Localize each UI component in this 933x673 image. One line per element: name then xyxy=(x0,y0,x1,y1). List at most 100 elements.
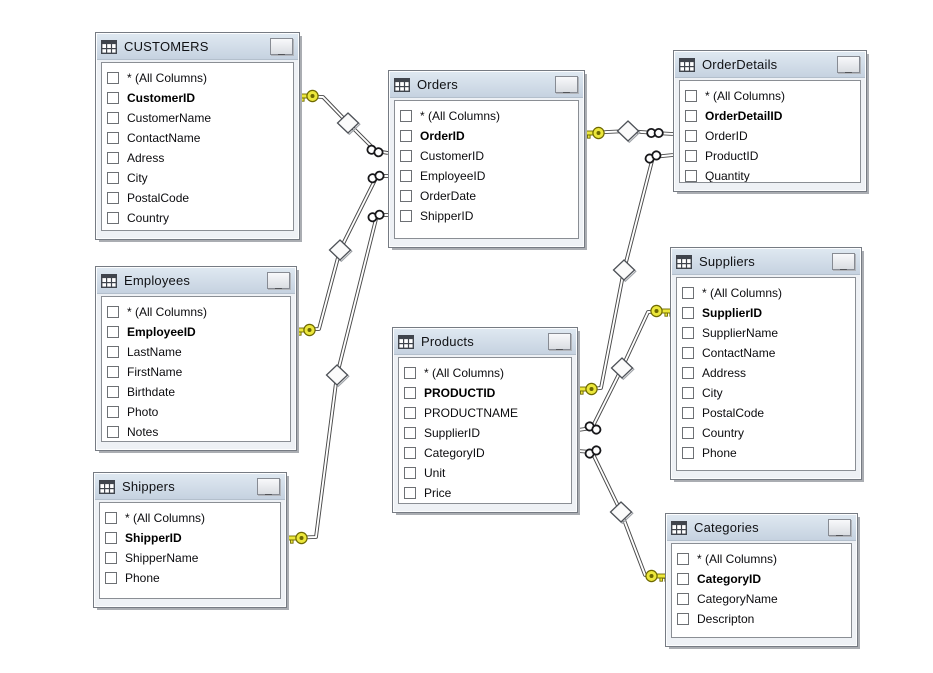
column-checkbox[interactable] xyxy=(404,467,416,479)
minimize-button[interactable]: _ xyxy=(555,76,578,93)
relationship-Employees-EmployeeID--Orders-EmployeeID[interactable] xyxy=(292,170,388,337)
relationship-CUSTOMERS-CustomerID--Orders-CustomerID[interactable] xyxy=(295,89,389,158)
column-row[interactable]: EmployeeID xyxy=(395,166,578,186)
column-row[interactable]: OrderDate xyxy=(395,186,578,206)
relationship-Orders-OrderID--OrderDetails-OrderID[interactable] xyxy=(581,120,674,144)
column-checkbox[interactable] xyxy=(685,90,697,102)
column-row[interactable]: Address xyxy=(677,363,855,383)
column-row[interactable]: PRODUCTID xyxy=(399,383,571,403)
column-checkbox[interactable] xyxy=(685,130,697,142)
column-checkbox[interactable] xyxy=(400,150,412,162)
column-checkbox[interactable] xyxy=(685,110,697,122)
column-checkbox[interactable] xyxy=(682,307,694,319)
column-checkbox[interactable] xyxy=(677,573,689,585)
column-checkbox[interactable] xyxy=(685,170,697,182)
column-row[interactable]: * (All Columns) xyxy=(672,549,851,569)
column-checkbox[interactable] xyxy=(682,407,694,419)
column-row[interactable]: CategoryName xyxy=(672,589,851,609)
column-checkbox[interactable] xyxy=(682,327,694,339)
column-checkbox[interactable] xyxy=(400,190,412,202)
table-header[interactable]: Employees_ xyxy=(97,268,295,294)
column-row[interactable]: LastName xyxy=(102,342,290,362)
relationship-Products-PRODUCTID--OrderDetails-ProductID[interactable] xyxy=(574,150,674,396)
column-checkbox[interactable] xyxy=(107,426,119,438)
column-row[interactable]: Country xyxy=(102,208,293,228)
column-row[interactable]: * (All Columns) xyxy=(399,363,571,383)
column-checkbox[interactable] xyxy=(404,447,416,459)
column-row[interactable]: CustomerName xyxy=(102,108,293,128)
column-checkbox[interactable] xyxy=(677,593,689,605)
column-checkbox[interactable] xyxy=(682,427,694,439)
column-row[interactable]: * (All Columns) xyxy=(100,508,280,528)
minimize-button[interactable]: _ xyxy=(828,519,851,536)
column-checkbox[interactable] xyxy=(105,532,117,544)
column-checkbox[interactable] xyxy=(404,367,416,379)
column-checkbox[interactable] xyxy=(404,487,416,499)
column-row[interactable]: * (All Columns) xyxy=(677,283,855,303)
column-row[interactable]: Birthdate xyxy=(102,382,290,402)
column-checkbox[interactable] xyxy=(107,172,119,184)
column-row[interactable]: * (All Columns) xyxy=(395,106,578,126)
column-row[interactable]: ProductID xyxy=(680,146,860,166)
column-row[interactable]: OrderID xyxy=(395,126,578,146)
column-checkbox[interactable] xyxy=(105,552,117,564)
column-checkbox[interactable] xyxy=(105,512,117,524)
column-row[interactable]: Descripton xyxy=(672,609,851,629)
column-row[interactable]: Quantity xyxy=(680,166,860,182)
column-checkbox[interactable] xyxy=(685,150,697,162)
column-checkbox[interactable] xyxy=(107,346,119,358)
minimize-button[interactable]: _ xyxy=(270,38,293,55)
relationship-Suppliers-SupplierID--Products-SupplierID[interactable] xyxy=(577,304,674,435)
column-checkbox[interactable] xyxy=(107,306,119,318)
column-checkbox[interactable] xyxy=(682,387,694,399)
column-checkbox[interactable] xyxy=(107,366,119,378)
column-row[interactable]: ContactName xyxy=(102,128,293,148)
table-header[interactable]: Shippers_ xyxy=(95,474,285,500)
column-checkbox[interactable] xyxy=(107,72,119,84)
column-row[interactable]: ShipperID xyxy=(100,528,280,548)
column-checkbox[interactable] xyxy=(682,367,694,379)
column-row[interactable]: PostalCode xyxy=(102,188,293,208)
minimize-button[interactable]: _ xyxy=(837,56,860,73)
column-checkbox[interactable] xyxy=(404,407,416,419)
minimize-button[interactable]: _ xyxy=(832,253,855,270)
minimize-button[interactable]: _ xyxy=(267,272,290,289)
column-row[interactable]: Price xyxy=(399,483,571,503)
column-row[interactable]: EmployeeID xyxy=(102,322,290,342)
table-window-orderdetails[interactable]: OrderDetails_* (All Columns)OrderDetailI… xyxy=(673,50,867,192)
column-row[interactable]: * (All Columns) xyxy=(102,68,293,88)
table-header[interactable]: Products_ xyxy=(394,329,576,355)
column-row[interactable]: * (All Columns) xyxy=(680,86,860,106)
column-checkbox[interactable] xyxy=(400,210,412,222)
column-row[interactable]: SupplierID xyxy=(399,423,571,443)
column-row[interactable]: CustomerID xyxy=(102,88,293,108)
column-row[interactable]: PostalCode xyxy=(677,403,855,423)
table-header[interactable]: Suppliers_ xyxy=(672,249,860,275)
column-checkbox[interactable] xyxy=(404,427,416,439)
column-checkbox[interactable] xyxy=(105,572,117,584)
column-row[interactable]: ShipperID xyxy=(395,206,578,226)
table-header[interactable]: Categories_ xyxy=(667,515,856,541)
column-row[interactable]: ContactName xyxy=(677,343,855,363)
column-checkbox[interactable] xyxy=(400,170,412,182)
column-row[interactable]: Country xyxy=(677,423,855,443)
column-checkbox[interactable] xyxy=(682,347,694,359)
column-checkbox[interactable] xyxy=(677,553,689,565)
column-checkbox[interactable] xyxy=(107,326,119,338)
column-checkbox[interactable] xyxy=(107,152,119,164)
column-row[interactable]: CustomerID xyxy=(395,146,578,166)
relationship-Shippers-ShipperID--Orders-ShipperID[interactable] xyxy=(284,209,388,545)
column-checkbox[interactable] xyxy=(677,613,689,625)
column-checkbox[interactable] xyxy=(107,386,119,398)
column-row[interactable]: CategoryID xyxy=(672,569,851,589)
column-row[interactable]: Phone xyxy=(677,443,855,463)
column-row[interactable]: Adress xyxy=(102,148,293,168)
column-row[interactable]: OrderDetailID xyxy=(680,106,860,126)
column-checkbox[interactable] xyxy=(107,132,119,144)
relationship-Categories-CategoryID--Products-CategoryID[interactable] xyxy=(577,445,669,583)
